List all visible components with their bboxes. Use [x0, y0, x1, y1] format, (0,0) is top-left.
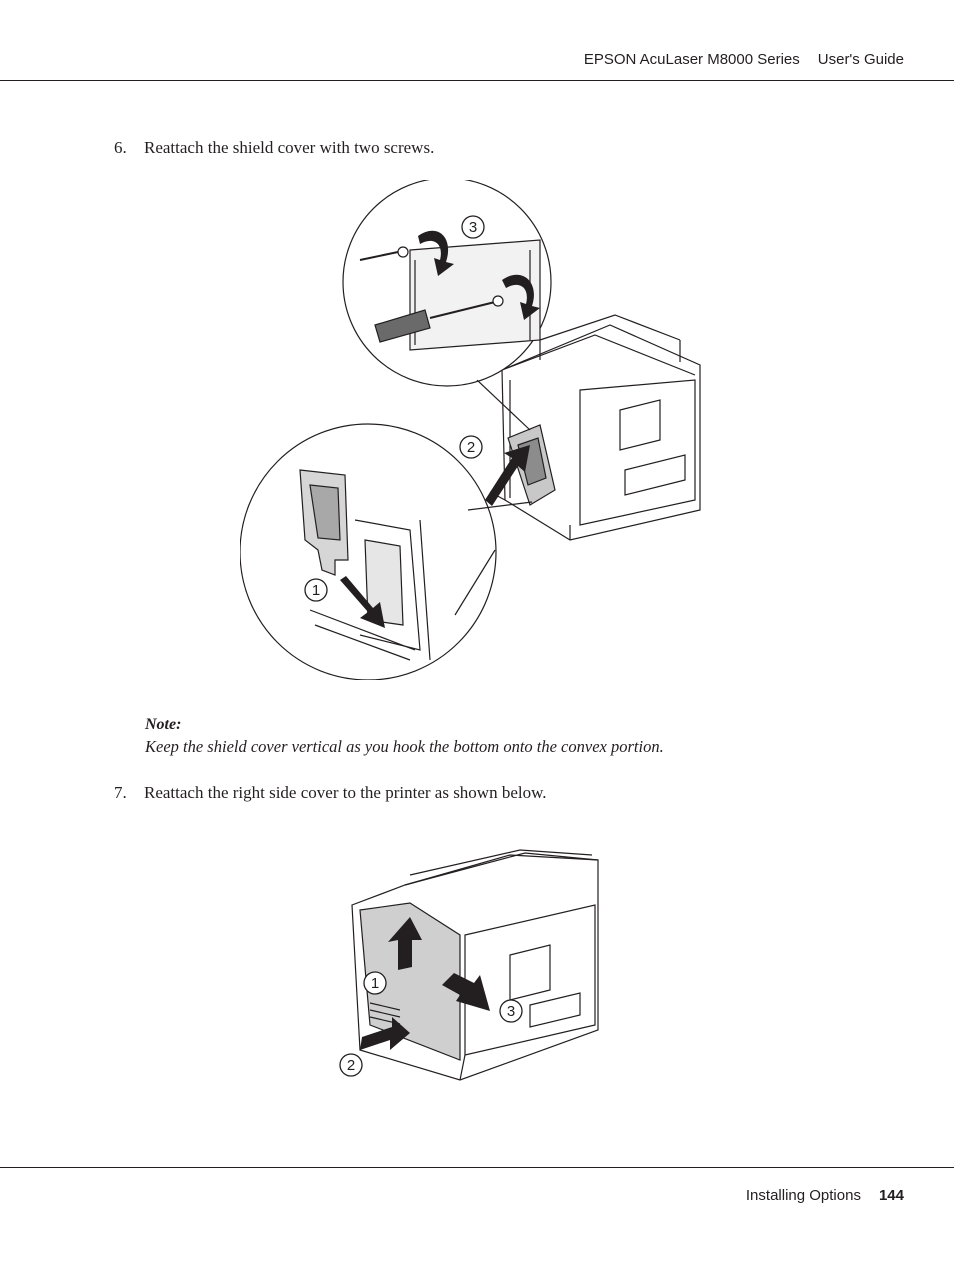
- callout-2-marker: [339, 1053, 363, 1077]
- page-footer: Installing Options 144: [0, 1168, 954, 1228]
- callout-1: 1: [371, 975, 379, 992]
- callout-2-marker: [459, 435, 483, 459]
- note-title: Note:: [145, 716, 182, 733]
- callout-3-marker: [461, 215, 485, 239]
- callout-3: 3: [507, 1003, 515, 1020]
- callout-2: 2: [467, 439, 475, 456]
- callout-3-marker: [499, 999, 523, 1023]
- shield-cover-illustration: 1 2 3: [240, 180, 701, 680]
- step-7: 7. Reattach the right side cover to the p…: [114, 783, 547, 803]
- header-text: EPSON AcuLaser M8000 Series User's Guide: [584, 51, 904, 68]
- footer-rule: [0, 1167, 954, 1168]
- header-product: EPSON AcuLaser M8000 Series: [583, 51, 800, 68]
- header-rule: [0, 80, 954, 81]
- note-text: Keep the shield cover vertical as you ho…: [145, 737, 664, 756]
- callout-1-marker: [363, 971, 387, 995]
- page-number: 144: [878, 1187, 904, 1204]
- step-number: 7.: [114, 783, 127, 802]
- step-number: 6.: [114, 138, 127, 157]
- callout-1: 1: [312, 582, 320, 599]
- step-text: Reattach the shield cover with two screw…: [144, 138, 435, 157]
- footer-section: Installing Options: [745, 1187, 861, 1204]
- callout-1-marker: [304, 578, 328, 602]
- callout-3: 3: [469, 219, 477, 236]
- side-cover-illustration: 1 2 3: [339, 849, 599, 1081]
- step-text: Reattach the right side cover to the pri…: [144, 783, 547, 802]
- header-guide: User's Guide: [817, 51, 904, 68]
- step-6: 6. Reattach the shield cover with two scr…: [114, 138, 434, 158]
- footer-text: Installing Options 144: [746, 1187, 904, 1204]
- callout-2: 2: [347, 1057, 355, 1074]
- page-header: EPSON AcuLaser M8000 Series User's Guide: [0, 0, 954, 82]
